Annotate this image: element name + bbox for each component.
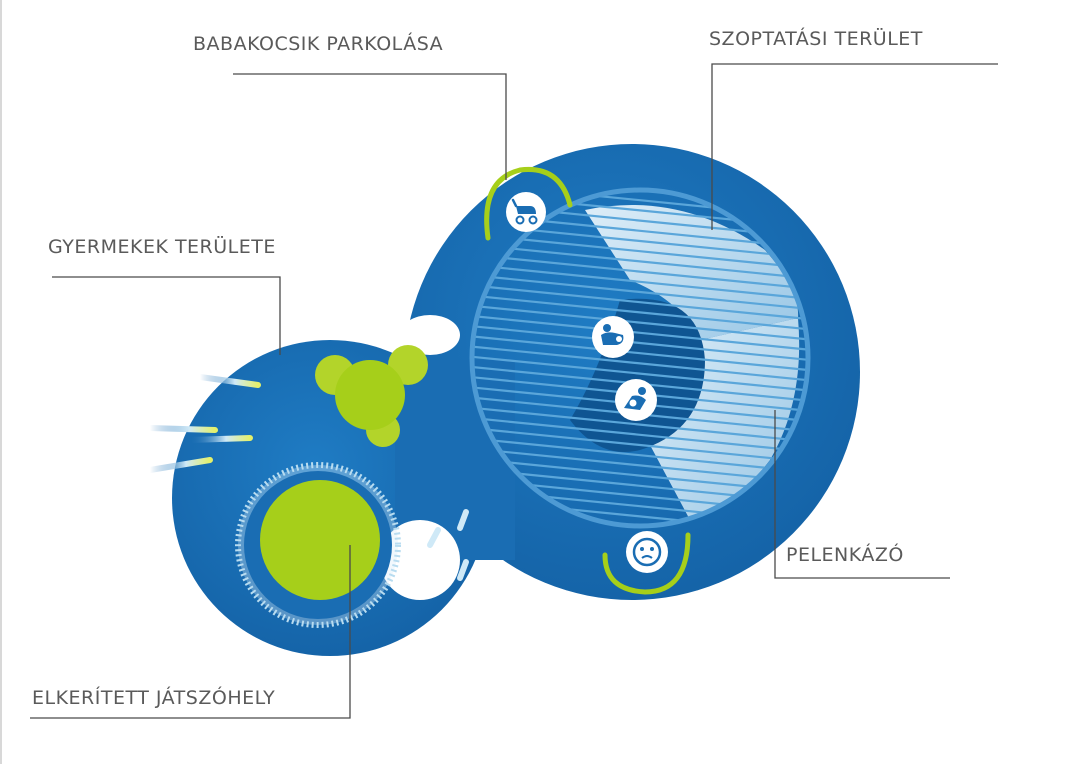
grille-bar	[472, 334, 808, 373]
grille-bar	[472, 425, 808, 465]
leader-stroller-parking	[233, 73, 507, 180]
leader-nursing-area	[711, 63, 998, 230]
grille-bar	[472, 405, 808, 444]
grille-bar	[472, 272, 808, 312]
label-nursing-area: SZOPTATÁSI TERÜLET	[709, 28, 923, 50]
grille-bar	[472, 436, 808, 475]
grille-bar	[472, 283, 808, 322]
stroller-icon	[506, 192, 546, 232]
grille-bar	[472, 303, 808, 342]
stroller-parking-rail	[484, 166, 573, 241]
grille-bar	[472, 262, 808, 301]
grille-bar	[472, 354, 808, 393]
leader-lines	[30, 63, 998, 719]
changing-area-rail	[602, 532, 691, 595]
label-children-area: GYERMEKEK TERÜLETE	[48, 236, 276, 258]
sandbox	[260, 480, 380, 600]
play-table	[315, 345, 428, 447]
label-stroller-parking: BABAKOCSIK PARKOLÁSA	[193, 33, 444, 55]
leader-changing-table	[774, 410, 950, 579]
fenced-playground	[235, 462, 401, 628]
label-fenced-playground: ELKERÍTETT JÁTSZÓHELY	[32, 687, 276, 709]
grille-bar	[472, 313, 808, 352]
grille-bar	[472, 252, 808, 291]
nursing-seat-upper	[585, 205, 799, 340]
leader-children-area	[52, 276, 281, 355]
changing-icon	[615, 379, 657, 421]
nursing-ring	[469, 187, 811, 529]
left-frame-edge	[0, 0, 2, 764]
leader-fenced-playground	[30, 545, 351, 719]
grille-bar	[472, 344, 808, 383]
grille-bar	[472, 323, 808, 363]
nursing-icon	[592, 316, 634, 358]
grille-bar	[472, 293, 808, 332]
grille-bar	[472, 242, 808, 281]
light-posts	[147, 374, 469, 581]
central-table	[570, 298, 705, 452]
baby-face-icon	[626, 531, 668, 573]
label-changing-table: PELENKÁZÓ	[786, 544, 904, 566]
grille-bar	[472, 415, 808, 454]
